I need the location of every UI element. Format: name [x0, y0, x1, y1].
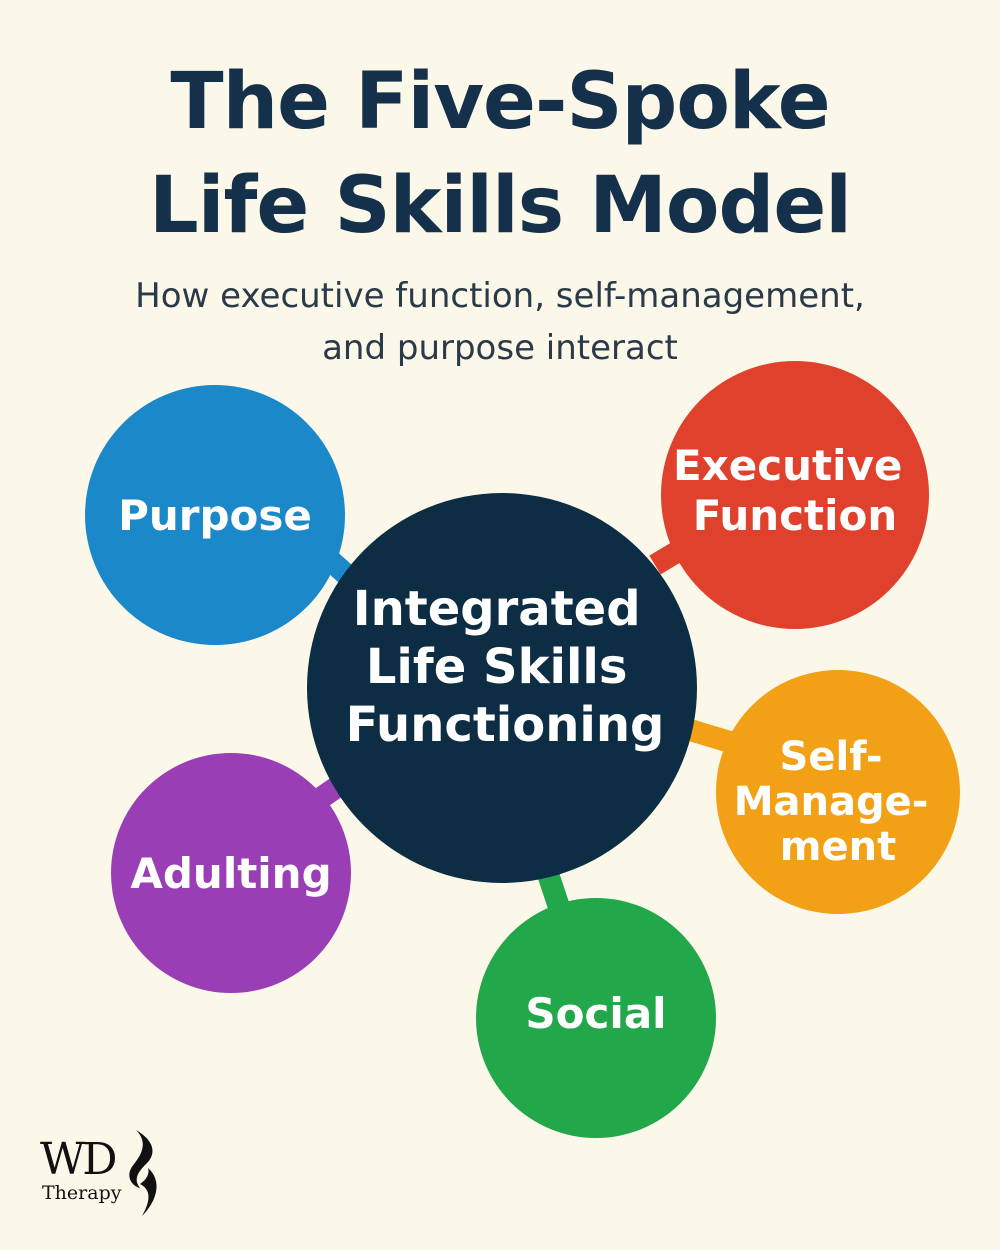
- flame-mark-icon: [129, 1130, 157, 1216]
- subtitle-line-1: How executive function, self-management,: [135, 276, 865, 316]
- spoke-node-self-management: Self- Manage- ment: [716, 670, 960, 914]
- center-hub-circle: [307, 493, 697, 883]
- spoke-node-executive-function: Executive Function: [661, 361, 929, 629]
- spoke-node-adulting: Adulting: [111, 753, 351, 993]
- subtitle-line-2: and purpose interact: [322, 328, 678, 368]
- wd-therapy-logo: WD Therapy: [38, 1128, 178, 1218]
- spoke-label-purpose: Purpose: [118, 491, 312, 540]
- spoke-circle-adulting: [111, 753, 351, 993]
- spoke-circle-purpose: [85, 385, 345, 645]
- title-line-1: The Five-Spoke: [170, 57, 830, 147]
- svg-text:Social: Social: [525, 989, 666, 1038]
- center-hub: Integrated Life Skills Functioning: [307, 493, 697, 883]
- spoke-label-self-management-line-1: Self-: [780, 734, 883, 780]
- spoke-label-self-management-line-3: ment: [780, 824, 896, 870]
- spoke-label-self-management-line-2: Manage-: [734, 779, 929, 825]
- spoke-label-social: Social: [525, 989, 666, 1038]
- svg-text:Executive Function: Executive Function: [673, 441, 917, 540]
- title-line-2: Life Skills Model: [149, 161, 852, 251]
- svg-text:Purpose: Purpose: [118, 491, 312, 540]
- center-label-line-2: Life Skills: [366, 639, 628, 695]
- spoke-node-purpose: Purpose: [85, 385, 345, 645]
- center-label-line-3: Functioning: [346, 697, 665, 753]
- spoke-label-executive-line-2: Function: [693, 491, 898, 540]
- spoke-circle-self-management: [716, 670, 960, 914]
- svg-text:Self- Manage- ment: Self- Manage- ment: [734, 734, 943, 870]
- spoke-node-social: Social: [476, 898, 716, 1138]
- spoke-circle-social: [476, 898, 716, 1138]
- svg-text:Adulting: Adulting: [130, 849, 331, 898]
- spoke-label-adulting: Adulting: [130, 849, 331, 898]
- logo-wd-letters: WD: [40, 1134, 117, 1185]
- spoke-circle-executive-function: [661, 361, 929, 629]
- svg-text:Integrated Life Skills: Integrated Life Skills Functioning: [346, 581, 665, 753]
- center-label-line-1: Integrated: [353, 581, 641, 637]
- logo-therapy-word: Therapy: [42, 1182, 122, 1204]
- spoke-label-executive-line-1: Executive: [673, 441, 902, 490]
- connector-self-management: [686, 719, 734, 753]
